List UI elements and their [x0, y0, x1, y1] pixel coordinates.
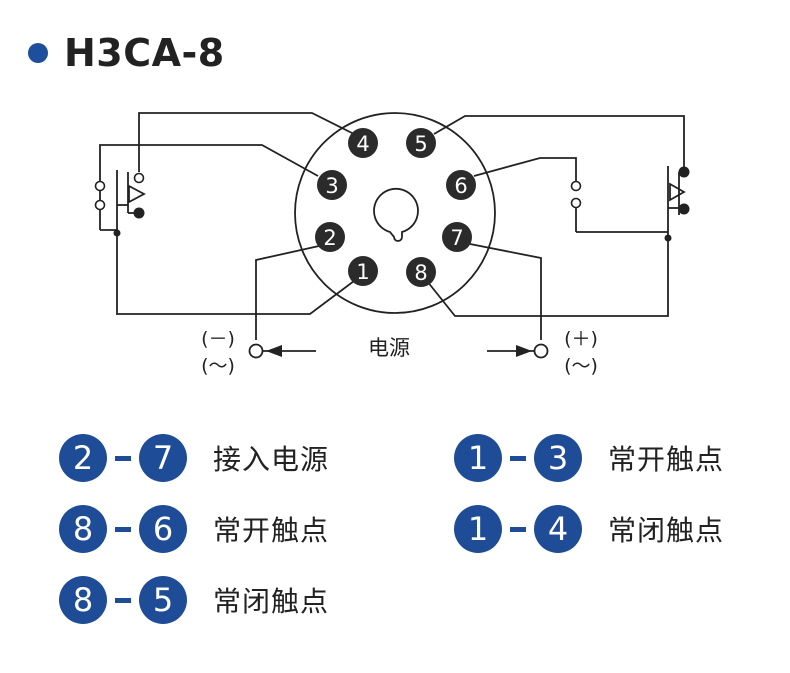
right-arrow-icon — [516, 345, 532, 357]
pin-6: 6 — [446, 170, 476, 200]
title-block: H3CA-8 — [28, 26, 225, 80]
pin-5: 5 — [406, 128, 436, 158]
legend-pin-b: 4 — [534, 505, 582, 553]
legend-item-1-4: 1 4 常闭触点 — [454, 504, 724, 554]
svg-text:2: 2 — [323, 226, 336, 250]
legend-dash — [115, 597, 131, 603]
legend-pin-a: 8 — [59, 505, 107, 553]
legend-dash — [510, 455, 526, 461]
legend-dash — [115, 455, 131, 461]
wire-pin6 — [473, 157, 577, 184]
pin-2: 2 — [315, 222, 345, 252]
left-power-terminal — [248, 343, 316, 359]
legend-pin-b: 7 — [139, 434, 187, 482]
legend-pin-a: 2 — [59, 434, 107, 482]
left-arrow-icon — [266, 345, 282, 357]
legend-description: 常开触点 — [213, 514, 330, 547]
wire-pin3 — [99, 144, 319, 185]
legend-item-8-6: 8 6 常开触点 — [59, 504, 329, 554]
legend-pin-a: 1 — [454, 434, 502, 482]
svg-text:5: 5 — [414, 132, 427, 156]
svg-text:6: 6 — [454, 174, 467, 198]
right-power-terminal — [487, 343, 549, 359]
left-ac-polarity: (～) — [201, 355, 235, 377]
legend-description: 接入电源 — [213, 443, 330, 476]
wire-pin5 — [433, 115, 685, 171]
svg-text:3: 3 — [325, 174, 338, 198]
title-bullet-icon — [28, 43, 48, 63]
wire-pin7 — [469, 243, 542, 340]
wire-pin2 — [255, 245, 320, 340]
page-title: H3CA-8 — [64, 31, 225, 75]
right-ac-polarity: (～) — [564, 355, 598, 377]
legend-pin-a: 8 — [59, 576, 107, 624]
pin-4: 4 — [348, 128, 378, 158]
legend-description: 常闭触点 — [608, 514, 725, 547]
legend-item-2-7: 2 7 接入电源 — [59, 433, 329, 483]
wiring-diagram: (－) (～) (＋) (～) 电源 4 5 3 6 2 7 1 8 — [94, 112, 690, 377]
svg-text:7: 7 — [450, 226, 463, 250]
legend-item-1-3: 1 3 常开触点 — [454, 433, 724, 483]
right-relay-contact — [570, 166, 690, 242]
legend-dash — [115, 526, 131, 532]
wire-pin1 — [116, 233, 355, 315]
power-label: 电源 — [368, 336, 410, 360]
socket-outline — [294, 112, 496, 314]
svg-text:4: 4 — [356, 132, 369, 156]
legend-description: 常闭触点 — [213, 585, 330, 618]
left-relay-contact — [94, 170, 146, 237]
socket-key — [373, 188, 419, 242]
pin-8: 8 — [406, 257, 436, 287]
legend-dash — [510, 526, 526, 532]
wire-pin8 — [426, 238, 669, 317]
pin-1: 1 — [348, 256, 378, 286]
pin-3: 3 — [317, 170, 347, 200]
legend-item-8-5: 8 5 常闭触点 — [59, 575, 329, 625]
pin-7: 7 — [442, 222, 472, 252]
legend-pin-a: 1 — [454, 505, 502, 553]
svg-text:1: 1 — [356, 260, 369, 284]
legend-pin-b: 3 — [534, 434, 582, 482]
legend-pin-b: 6 — [139, 505, 187, 553]
left-dc-polarity: (－) — [201, 328, 235, 350]
legend-description: 常开触点 — [608, 443, 725, 476]
right-dc-polarity: (＋) — [564, 328, 598, 350]
legend-pin-b: 5 — [139, 576, 187, 624]
wire-pin4 — [138, 112, 355, 172]
svg-text:8: 8 — [414, 261, 427, 285]
